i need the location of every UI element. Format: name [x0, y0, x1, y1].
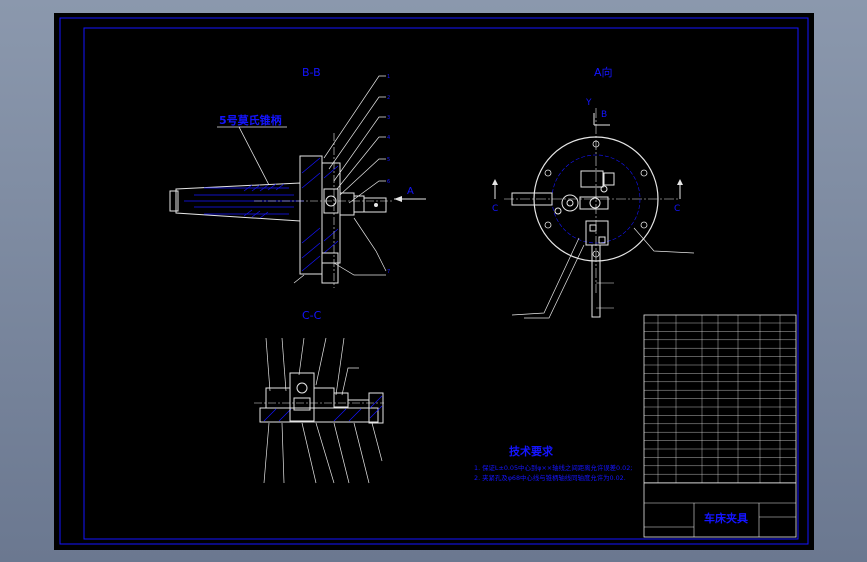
cc-leaders	[263, 337, 383, 484]
flange-hatch	[301, 157, 321, 272]
bom-grid	[644, 315, 796, 483]
svg-text:6: 6	[387, 179, 390, 185]
tech-line-2: 2. 夹紧孔及φ68中心线与锥柄轴线同轴度允许为0.02.	[474, 473, 626, 482]
center-locator	[561, 194, 579, 212]
svg-text:3: 3	[387, 115, 390, 121]
title-block: 车床夹具	[643, 314, 797, 538]
bb-leaders	[293, 75, 387, 284]
view-cc: C-C	[254, 309, 384, 484]
drawing-sheet: B-B	[54, 13, 814, 550]
svg-text:2: 2	[387, 95, 390, 101]
locator	[363, 197, 387, 213]
bolt-holes	[544, 140, 648, 258]
cc-clamp	[289, 372, 315, 422]
outer-frame	[59, 17, 809, 545]
mark-y: Y	[585, 98, 592, 108]
view-cc-label: C-C	[302, 309, 322, 322]
mark-c-left: C	[492, 204, 498, 214]
taper-shank	[175, 182, 301, 222]
svg-text:7: 7	[387, 269, 390, 275]
inner-frame	[83, 27, 799, 540]
shank-hatch	[243, 183, 285, 219]
mark-b: B	[601, 110, 607, 120]
svg-text:5: 5	[387, 157, 390, 163]
view-bb-label: B-B	[302, 66, 321, 79]
view-bb: B-B	[169, 66, 426, 288]
drawing-name: 车床夹具	[704, 511, 748, 525]
view-a-arrow-label: A	[407, 186, 414, 197]
view-a-label: A向	[594, 65, 613, 79]
cad-drawing: B-B	[59, 17, 809, 545]
a-leaders	[511, 227, 695, 319]
left-arm	[511, 192, 553, 206]
morse-taper-callout: 5号莫氏锥柄	[219, 113, 282, 127]
vertical-post	[591, 244, 601, 318]
tech-requirements: 技术要求 1. 保证L±0.05中心到φ××轴线之间距离允许误差0.02; 2.…	[474, 444, 632, 482]
shank-end	[169, 190, 179, 212]
mark-c-right: C	[674, 204, 680, 214]
view-a: A向 Y B C	[492, 65, 695, 319]
svg-text:1: 1	[387, 74, 390, 80]
tech-line-1: 1. 保证L±0.05中心到φ××轴线之间距离允许误差0.02;	[474, 463, 632, 472]
svg-text:4: 4	[387, 135, 390, 141]
lower-block	[321, 252, 339, 284]
top-clamp	[580, 170, 604, 188]
tech-title: 技术要求	[509, 444, 554, 458]
